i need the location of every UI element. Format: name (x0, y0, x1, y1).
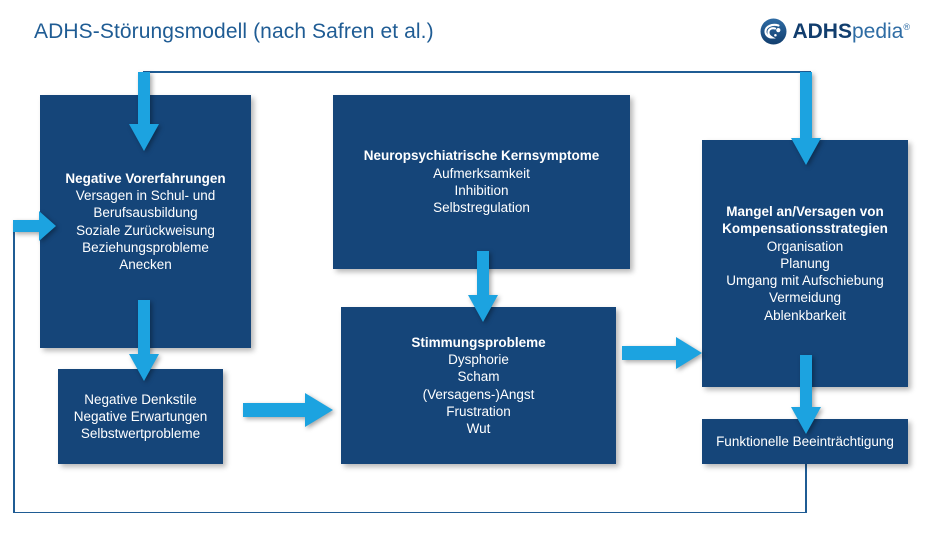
adhspedia-swirl-icon (760, 18, 787, 45)
box-line: Negative Erwartungen (73, 408, 208, 424)
box-line: Beziehungsprobleme (82, 239, 209, 255)
arrow-kompensation-to-funktionell (791, 355, 821, 435)
box-line: Selbstregulation (433, 200, 530, 216)
arrow-into-vorerfahrungen-left (13, 211, 56, 241)
arrow-into-vorerfahrungen-top (129, 72, 159, 152)
box-heading: Negative Vorerfahrungen (65, 170, 226, 186)
feedback-top-rail (143, 71, 811, 73)
feedback-left-rail (13, 226, 15, 512)
page-title: ADHS-Störungsmodell (nach Safren et al.) (34, 20, 434, 43)
registered-mark: ® (903, 21, 910, 32)
adhspedia-logo: ADHSpedia® (760, 18, 910, 45)
box-line: Umgang mit Aufschiebung (726, 273, 884, 289)
arrow-kernsymptome-to-stimmung (468, 251, 498, 323)
adhspedia-logo-text: ADHSpedia® (792, 20, 910, 44)
box-line: Frustration (446, 403, 511, 419)
logo-text-light: pedia (851, 19, 904, 43)
box-line: Berufsausbildung (93, 205, 198, 221)
arrow-into-kompensation-top (791, 72, 821, 166)
box-line: Negative Denkstile (84, 391, 197, 407)
box-line: Ablenkbarkeit (764, 307, 846, 323)
box-neuropsychiatrische-kernsymptome[interactable]: Neuropsychiatrische Kernsymptome Aufmerk… (333, 95, 630, 269)
box-negative-denkstile[interactable]: Negative Denkstile Negative Erwartungen … (58, 369, 223, 464)
box-heading: Neuropsychiatrische Kernsymptome (363, 148, 600, 164)
arrow-stimmung-to-kompensation (622, 337, 702, 369)
box-line: Versagen in Schul- und (75, 187, 216, 203)
box-line: (Versagens-)Angst (422, 386, 535, 402)
box-line: Funktionelle Beeinträchtigung (716, 433, 894, 449)
box-kompensationsstrategien[interactable]: Mangel an/Versagen von Kompensationsstra… (702, 140, 908, 387)
box-line: Inhibition (454, 183, 509, 198)
box-heading-line: Mangel an/Versagen von (726, 204, 884, 220)
box-line: Selbstwertprobleme (80, 426, 201, 442)
box-line: Soziale Zurückweisung (76, 222, 215, 238)
feedback-right-rail (805, 464, 807, 513)
box-line: Dysphorie (448, 351, 509, 367)
box-heading: Stimmungsprobleme (411, 334, 546, 350)
feedback-bottom-rail (13, 511, 806, 513)
box-funktionelle-beeintraechtigung[interactable]: Funktionelle Beeinträchtigung (702, 419, 908, 464)
box-line: Scham (457, 369, 500, 385)
box-line: Planung (780, 255, 830, 271)
box-heading-line: Kompensationsstrategien (722, 221, 888, 237)
box-stimmungsprobleme[interactable]: Stimmungsprobleme Dysphorie Scham (Versa… (341, 307, 616, 464)
arrow-denkstile-to-stimmung (243, 393, 333, 427)
arrow-vorerfahrungen-to-denkstile (129, 300, 159, 382)
box-line: Organisation (766, 238, 844, 254)
box-line: Aufmerksamkeit (433, 165, 530, 181)
box-line: Anecken (119, 257, 172, 273)
box-line: Wut (466, 421, 491, 437)
box-line: Vermeidung (768, 290, 842, 306)
logo-text-bold: ADHS (792, 19, 852, 43)
